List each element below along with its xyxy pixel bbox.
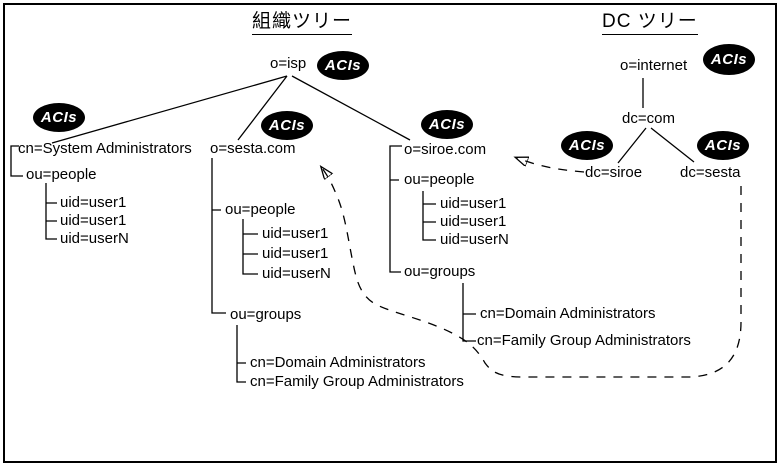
- dc-com-label: dc=com: [622, 110, 675, 127]
- org-siroe-uid-1: uid=user1: [440, 195, 507, 212]
- org-sesta-uid-2: uid=user1: [262, 245, 329, 262]
- org-tree-title: 組織ツリー: [252, 11, 353, 35]
- dc-siroe-label: dc=siroe: [585, 164, 643, 181]
- org-sesta-group-2: cn=Family Group Administrators: [250, 373, 464, 390]
- dc-sesta-label: dc=sesta: [680, 164, 741, 181]
- acis-badge-label: ACIs: [704, 137, 742, 154]
- org-sysadmin-uid-2: uid=user1: [60, 212, 127, 229]
- org-sesta-ou-groups-label: ou=groups: [230, 306, 302, 323]
- org-siroe-uid-2: uid=user1: [440, 213, 507, 230]
- acis-badge-dc-siroe: ACIs: [561, 131, 613, 160]
- acis-badge-sesta: ACIs: [261, 111, 313, 140]
- org-root-label: o=isp: [270, 55, 307, 72]
- acis-badge-label: ACIs: [268, 117, 306, 134]
- org-siroe-label: o=siroe.com: [404, 141, 487, 158]
- org-siroe-group-2: cn=Family Group Administrators: [477, 332, 691, 349]
- org-sysadmin-uid-1: uid=user1: [60, 194, 127, 211]
- acis-badge-dc-sesta: ACIs: [697, 131, 749, 160]
- acis-badge-label: ACIs: [324, 57, 362, 74]
- org-sesta-ou-people-label: ou=people: [225, 201, 296, 218]
- acis-badge-sysadmin: ACIs: [33, 103, 85, 132]
- org-siroe-group-1: cn=Domain Administrators: [480, 305, 656, 322]
- acis-badge-isp: ACIs: [317, 51, 369, 80]
- acis-badge-label: ACIs: [428, 116, 466, 133]
- org-sesta-label: o=sesta.com: [210, 140, 296, 157]
- acis-badge-internet: ACIs: [703, 44, 755, 75]
- acis-badge-label: ACIs: [40, 109, 78, 126]
- org-siroe-ou-people-label: ou=people: [404, 171, 475, 188]
- acis-badge-label: ACIs: [568, 137, 606, 154]
- org-sesta-group-1: cn=Domain Administrators: [250, 354, 426, 371]
- org-sesta-uid-3: uid=userN: [262, 265, 331, 282]
- dc-root-label: o=internet: [620, 57, 688, 74]
- org-sesta-uid-1: uid=user1: [262, 225, 329, 242]
- org-siroe-ou-groups-label: ou=groups: [404, 263, 476, 280]
- dc-tree-title: DC ツリー: [602, 11, 698, 35]
- org-siroe-uid-3: uid=userN: [440, 231, 509, 248]
- org-sysadmin-uid-3: uid=userN: [60, 230, 129, 247]
- acis-badge-label: ACIs: [710, 51, 748, 68]
- diagram-border: [3, 3, 777, 463]
- org-sysadmin-ou-people-label: ou=people: [26, 166, 97, 183]
- acis-badge-siroe: ACIs: [421, 110, 473, 139]
- org-sysadmin-cn-label: cn=System Administrators: [18, 140, 192, 157]
